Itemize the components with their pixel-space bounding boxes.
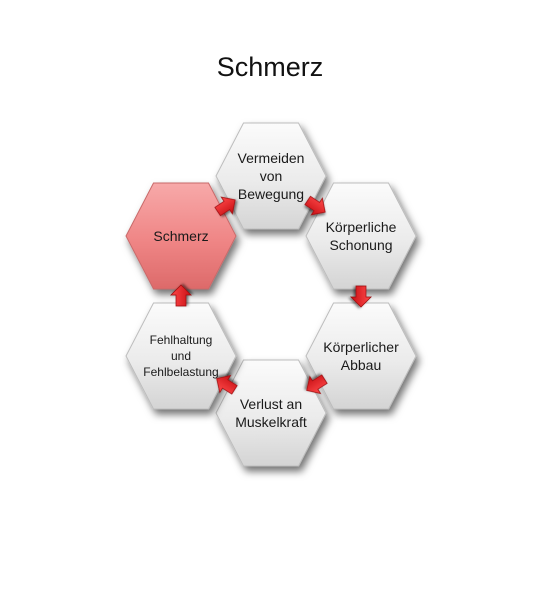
arrow-abbau-to-muskelkraft: [306, 374, 328, 395]
hexagon-shape: [215, 359, 327, 467]
arrow-fehlhaltung-to-schmerz: [170, 284, 192, 307]
hex-label: Bewegung: [238, 186, 304, 202]
hex-label: Fehlbelastung: [143, 365, 218, 379]
hex-label: von: [260, 168, 283, 184]
arrow-vermeiden-to-schonung: [304, 195, 326, 216]
hex-label: Körperlicher: [323, 339, 399, 355]
hex-label: Abbau: [341, 357, 381, 373]
hex-label: Schonung: [329, 237, 392, 253]
hex-node-schmerz: Schmerz: [125, 182, 237, 290]
hex-label: Muskelkraft: [235, 414, 307, 430]
hexagon-shape: [305, 302, 417, 410]
hex-label: Verlust an: [240, 396, 302, 412]
hexagon-shape: [125, 302, 237, 410]
arrow-schonung-to-abbau: [350, 285, 372, 308]
hex-label: Fehlhaltung: [150, 333, 213, 347]
diagram-title: Schmerz: [216, 52, 324, 82]
arrow-muskelkraft-to-fehlhaltung: [216, 374, 238, 395]
hexagon-shape: [125, 182, 237, 290]
hex-label: Körperliche: [326, 219, 397, 235]
hex-node-muskelkraft: Verlust an Muskelkraft: [215, 359, 327, 467]
hexagon-shape: [215, 122, 327, 230]
arrow-schmerz-to-vermeiden: [214, 196, 236, 217]
hex-label: und: [171, 349, 191, 363]
hexagon-shape: [305, 182, 417, 290]
hex-label: Schmerz: [153, 228, 208, 244]
hex-label: Vermeiden: [238, 150, 305, 166]
